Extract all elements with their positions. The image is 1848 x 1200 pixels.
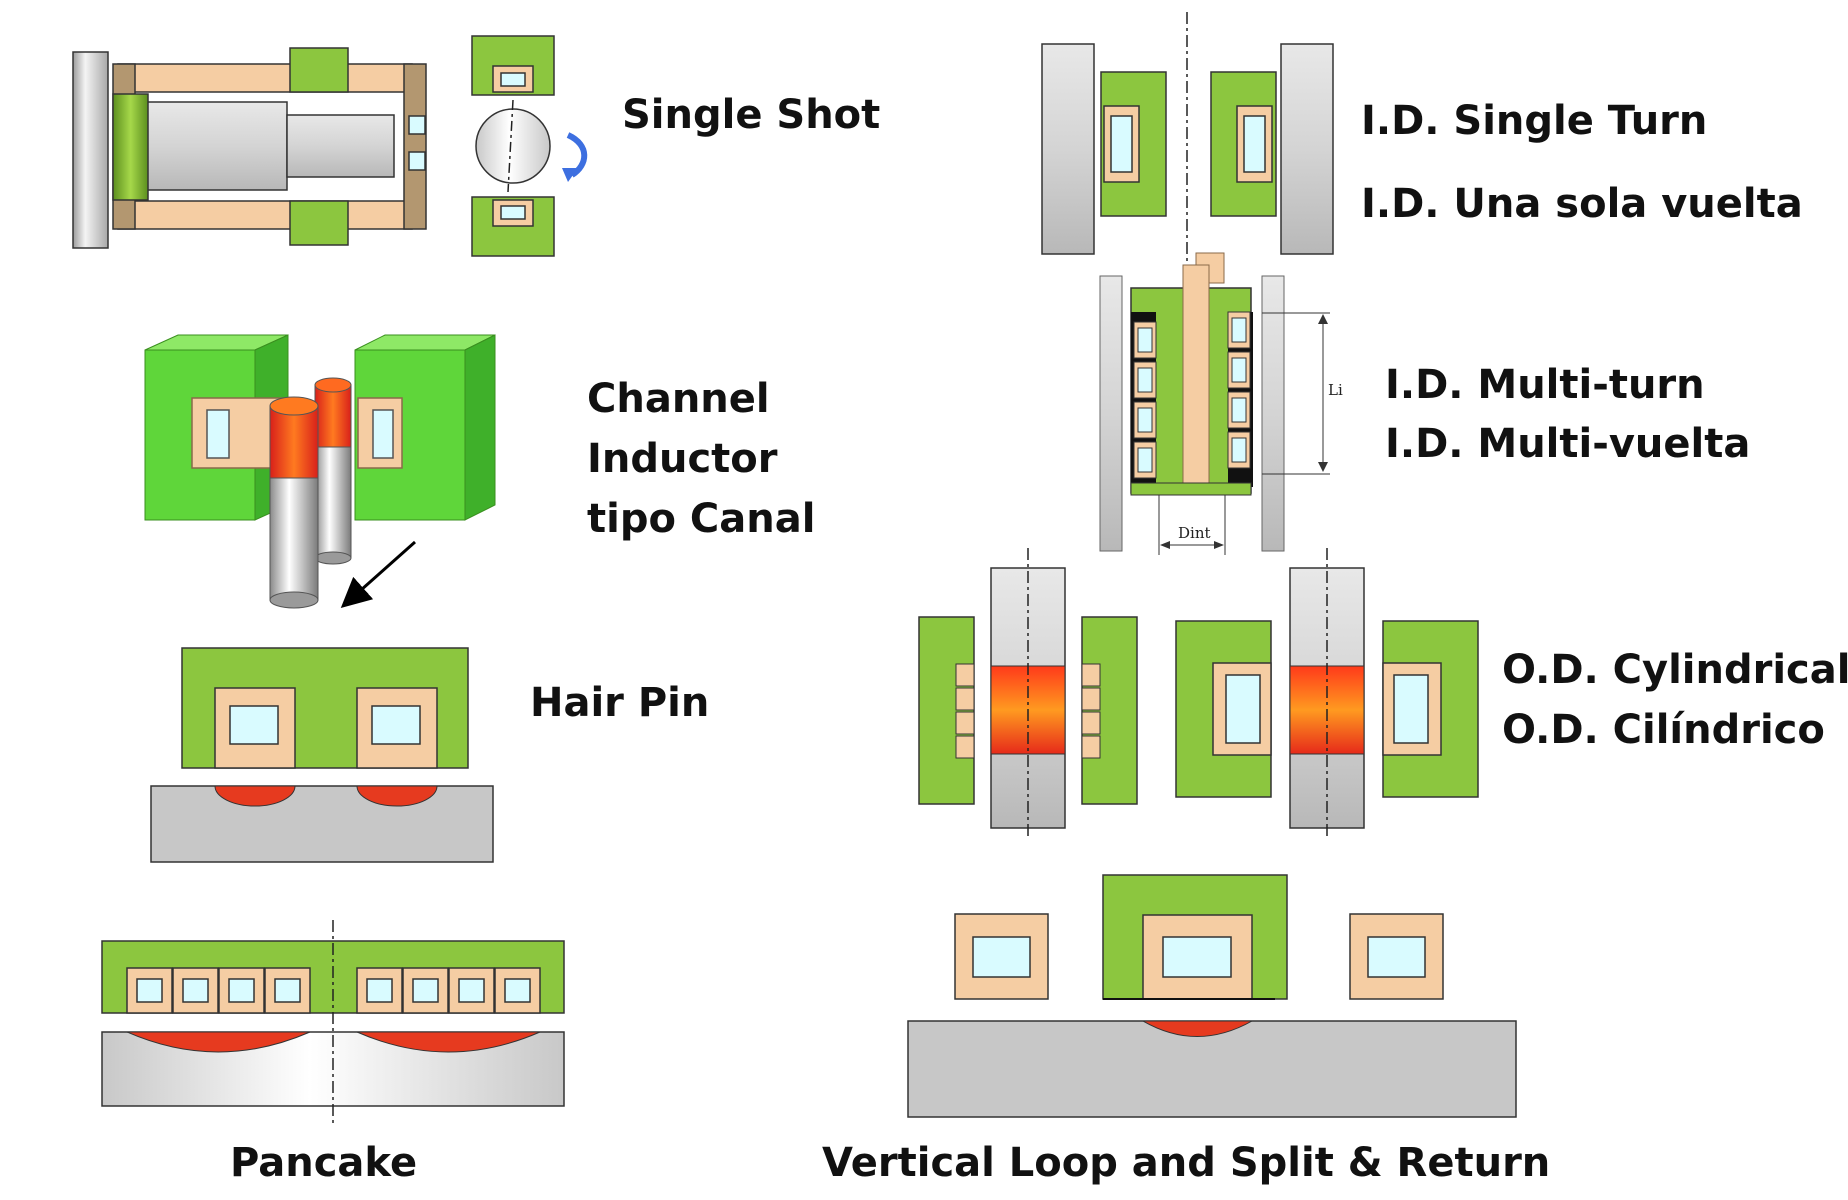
od-cylindrical-label-es: O.D. Cilíndrico: [1502, 707, 1825, 753]
rotation-arrow-icon-head: [562, 168, 578, 182]
pancake-label: Pancake: [230, 1140, 418, 1186]
feed-arrow-icon: [340, 540, 416, 608]
id-multi-turn-illustration: Li Dint: [1099, 252, 1343, 555]
id-single-turn-label-en: I.D. Single Turn: [1361, 98, 1708, 144]
id-single-turn-label-es: I.D. Una sola vuelta: [1361, 181, 1803, 227]
channel-inductor-illustration: [144, 334, 496, 609]
id-multi-turn-label-es: I.D. Multi-vuelta: [1385, 421, 1751, 467]
dimension-dint-label: Dint: [1178, 524, 1211, 542]
id-multi-turn-label-en: I.D. Multi-turn: [1385, 362, 1705, 408]
od-cylindrical-illustration: [918, 548, 1479, 840]
vertical-loop-label: Vertical Loop and Split & Return: [822, 1140, 1551, 1186]
od-cylindrical-label-en: O.D. Cylindrical: [1502, 647, 1848, 693]
channel-inductor-label-line2: Inductor: [587, 436, 778, 482]
hair-pin-label: Hair Pin: [530, 680, 710, 726]
single-shot-side-view: [72, 47, 427, 249]
dimension-li-label: Li: [1328, 381, 1343, 399]
channel-inductor-label-line3: tipo Canal: [587, 496, 816, 542]
single-shot-label: Single Shot: [622, 92, 881, 138]
id-single-turn-illustration: [1041, 12, 1334, 262]
vertical-loop-illustration: [907, 874, 1517, 1118]
hair-pin-illustration: [150, 647, 494, 863]
channel-inductor-label-line1: Channel: [587, 376, 770, 422]
pancake-illustration: [101, 920, 565, 1125]
rotation-arrow-icon: [566, 132, 588, 178]
single-shot-end-view: [471, 35, 555, 257]
